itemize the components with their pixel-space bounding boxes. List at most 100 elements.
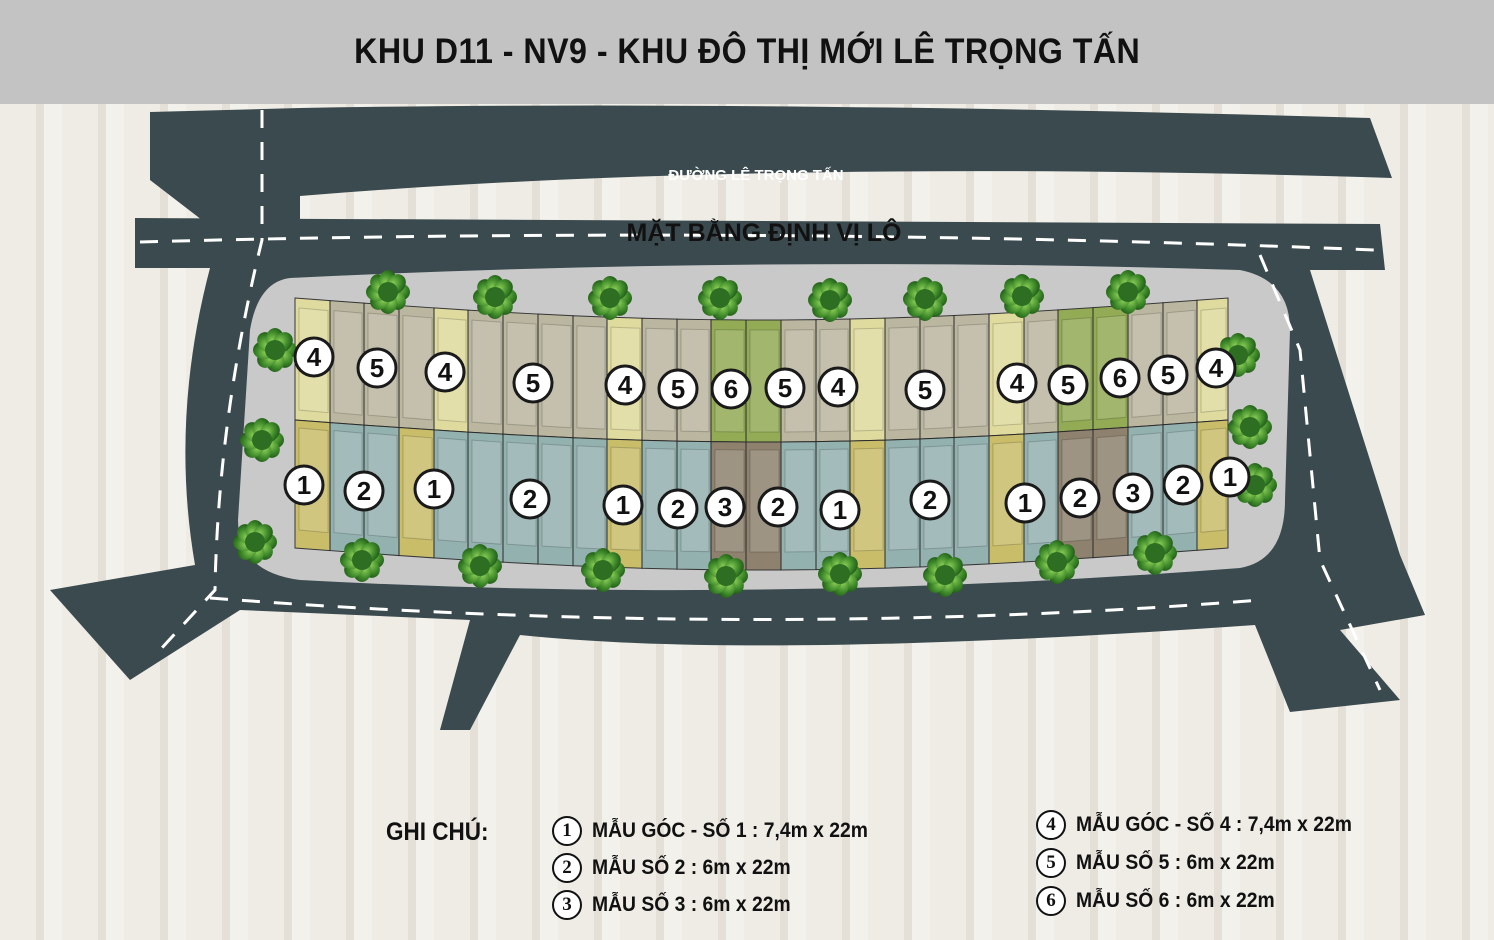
svg-text:3: 3 bbox=[718, 492, 732, 522]
legend-number-badge: 1 bbox=[552, 816, 582, 846]
tree-icon bbox=[581, 548, 625, 592]
svg-text:1: 1 bbox=[297, 470, 311, 500]
svg-text:4: 4 bbox=[438, 357, 453, 387]
site-plan-label: MẶT BẰNG ĐỊNH VỊ LÔ bbox=[627, 217, 902, 247]
tree-icon bbox=[1000, 274, 1044, 318]
lot-number-badge: 3 bbox=[704, 486, 746, 528]
legend-number-badge: 2 bbox=[552, 853, 582, 883]
svg-text:4: 4 bbox=[307, 342, 322, 372]
lot-number-badge: 5 bbox=[1047, 364, 1089, 406]
svg-text:2: 2 bbox=[1073, 483, 1087, 513]
legend-text: MẪU GÓC - SỐ 4 : 7,4m x 22m bbox=[1076, 813, 1352, 836]
svg-text:2: 2 bbox=[671, 494, 685, 524]
lot-number-badge: 4 bbox=[817, 366, 859, 408]
top-lot-footprint bbox=[749, 329, 780, 433]
svg-text:5: 5 bbox=[671, 374, 685, 404]
legend-item-1: 1 MẪU GÓC - SỐ 1 : 7,4m x 22m bbox=[552, 815, 892, 847]
lot-number-badge: 2 bbox=[343, 470, 385, 512]
svg-text:5: 5 bbox=[778, 373, 792, 403]
svg-text:4: 4 bbox=[618, 370, 633, 400]
svg-text:5: 5 bbox=[370, 353, 384, 383]
tree-icon bbox=[818, 552, 862, 596]
legend-item-6: 6 MẪU SỐ 6 : 6m x 22m bbox=[1036, 885, 1292, 917]
top-lot-footprint bbox=[471, 319, 502, 425]
legend-item-2: 2 MẪU SỐ 2 : 6m x 22m bbox=[552, 852, 808, 884]
tree-icon bbox=[340, 538, 384, 582]
svg-text:4: 4 bbox=[1010, 368, 1025, 398]
svg-text:5: 5 bbox=[918, 375, 932, 405]
lot-number-badge: 1 bbox=[283, 464, 325, 506]
svg-text:4: 4 bbox=[831, 372, 846, 402]
lot-number-badge: 3 bbox=[1112, 472, 1154, 514]
lot-number-badge: 5 bbox=[512, 362, 554, 404]
bottom-lot-footprint bbox=[957, 443, 988, 549]
svg-text:2: 2 bbox=[523, 484, 537, 514]
legend-text: MẪU GÓC - SỐ 1 : 7,4m x 22m bbox=[592, 819, 868, 842]
svg-text:5: 5 bbox=[1161, 360, 1175, 390]
svg-text:1: 1 bbox=[427, 474, 441, 504]
legend-item-3: 3 MẪU SỐ 3 : 6m x 22m bbox=[552, 889, 808, 921]
lane-line-right bbox=[1258, 254, 1382, 691]
top-lot-footprint bbox=[333, 310, 363, 416]
tree-icon bbox=[458, 544, 502, 588]
legend-text: MẪU SỐ 5 : 6m x 22m bbox=[1076, 851, 1275, 874]
tree-icon bbox=[1228, 405, 1272, 449]
lot-number-badge: 2 bbox=[509, 478, 551, 520]
lot-number-badge: 1 bbox=[1209, 456, 1251, 498]
lot-number-badge: 5 bbox=[356, 347, 398, 389]
lot-number-badge: 1 bbox=[819, 489, 861, 531]
svg-text:2: 2 bbox=[923, 485, 937, 515]
tree-icon bbox=[1133, 531, 1177, 575]
bottom-lot-footprint bbox=[576, 445, 606, 550]
bottom-lot-footprint bbox=[853, 447, 884, 552]
top-lot-footprint bbox=[957, 323, 988, 429]
svg-text:3: 3 bbox=[1126, 478, 1140, 508]
svg-text:2: 2 bbox=[357, 476, 371, 506]
svg-text:1: 1 bbox=[1018, 488, 1032, 518]
tree-icon bbox=[808, 278, 852, 322]
lot-number-badge: 2 bbox=[1059, 477, 1101, 519]
road-left bbox=[228, 112, 300, 240]
lane-line-left bbox=[158, 110, 264, 652]
legend-text: MẪU SỐ 2 : 6m x 22m bbox=[592, 856, 791, 879]
tree-icon bbox=[240, 418, 284, 462]
legend-item-4: 4 MẪU GÓC - SỐ 4 : 7,4m x 22m bbox=[1036, 809, 1376, 841]
tree-icon bbox=[1035, 540, 1079, 584]
tree-icon bbox=[588, 276, 632, 320]
tree-icon bbox=[253, 328, 297, 372]
lot-number-badge: 4 bbox=[1195, 347, 1237, 389]
top-lot-footprint bbox=[576, 325, 606, 430]
tree-icon bbox=[704, 554, 748, 598]
tree-icon bbox=[366, 270, 410, 314]
legend-text: MẪU SỐ 3 : 6m x 22m bbox=[592, 893, 791, 916]
lot-number-badge: 2 bbox=[757, 486, 799, 528]
lot-number-badge: 5 bbox=[1147, 354, 1189, 396]
lot-number-badge: 4 bbox=[604, 364, 646, 406]
lot-number-badge: 4 bbox=[424, 351, 466, 393]
lot-number-badge: 5 bbox=[657, 368, 699, 410]
header-bar: KHU D11 - NV9 - KHU ĐÔ THỊ MỚI LÊ TRỌNG … bbox=[0, 0, 1494, 104]
lot-number-badge: 4 bbox=[996, 362, 1038, 404]
lot-number-badge: 5 bbox=[904, 369, 946, 411]
road-label: ĐƯỜNG LÊ TRỌNG TẤN bbox=[668, 166, 843, 184]
svg-text:1: 1 bbox=[1223, 462, 1237, 492]
top-lot-footprint bbox=[853, 327, 884, 432]
tree-icon bbox=[903, 277, 947, 321]
road-le-trong-tan bbox=[150, 105, 1392, 241]
svg-text:4: 4 bbox=[1209, 353, 1224, 383]
tree-icon bbox=[233, 520, 277, 564]
lot-number-badge: 4 bbox=[293, 336, 335, 378]
lot-number-badge: 2 bbox=[1162, 464, 1204, 506]
lane-line-top bbox=[139, 233, 1376, 252]
legend-title: GHI CHÚ: bbox=[386, 818, 489, 846]
top-lot-footprint bbox=[402, 315, 433, 421]
lot-number-badge: 1 bbox=[602, 484, 644, 526]
legend-number-badge: 3 bbox=[552, 890, 582, 920]
lot-number-badge: 1 bbox=[1004, 482, 1046, 524]
tree-icon bbox=[1106, 270, 1150, 314]
bottom-lot-footprint bbox=[471, 439, 502, 545]
lot-number-badge: 5 bbox=[764, 367, 806, 409]
bottom-lot-footprint bbox=[888, 446, 919, 551]
